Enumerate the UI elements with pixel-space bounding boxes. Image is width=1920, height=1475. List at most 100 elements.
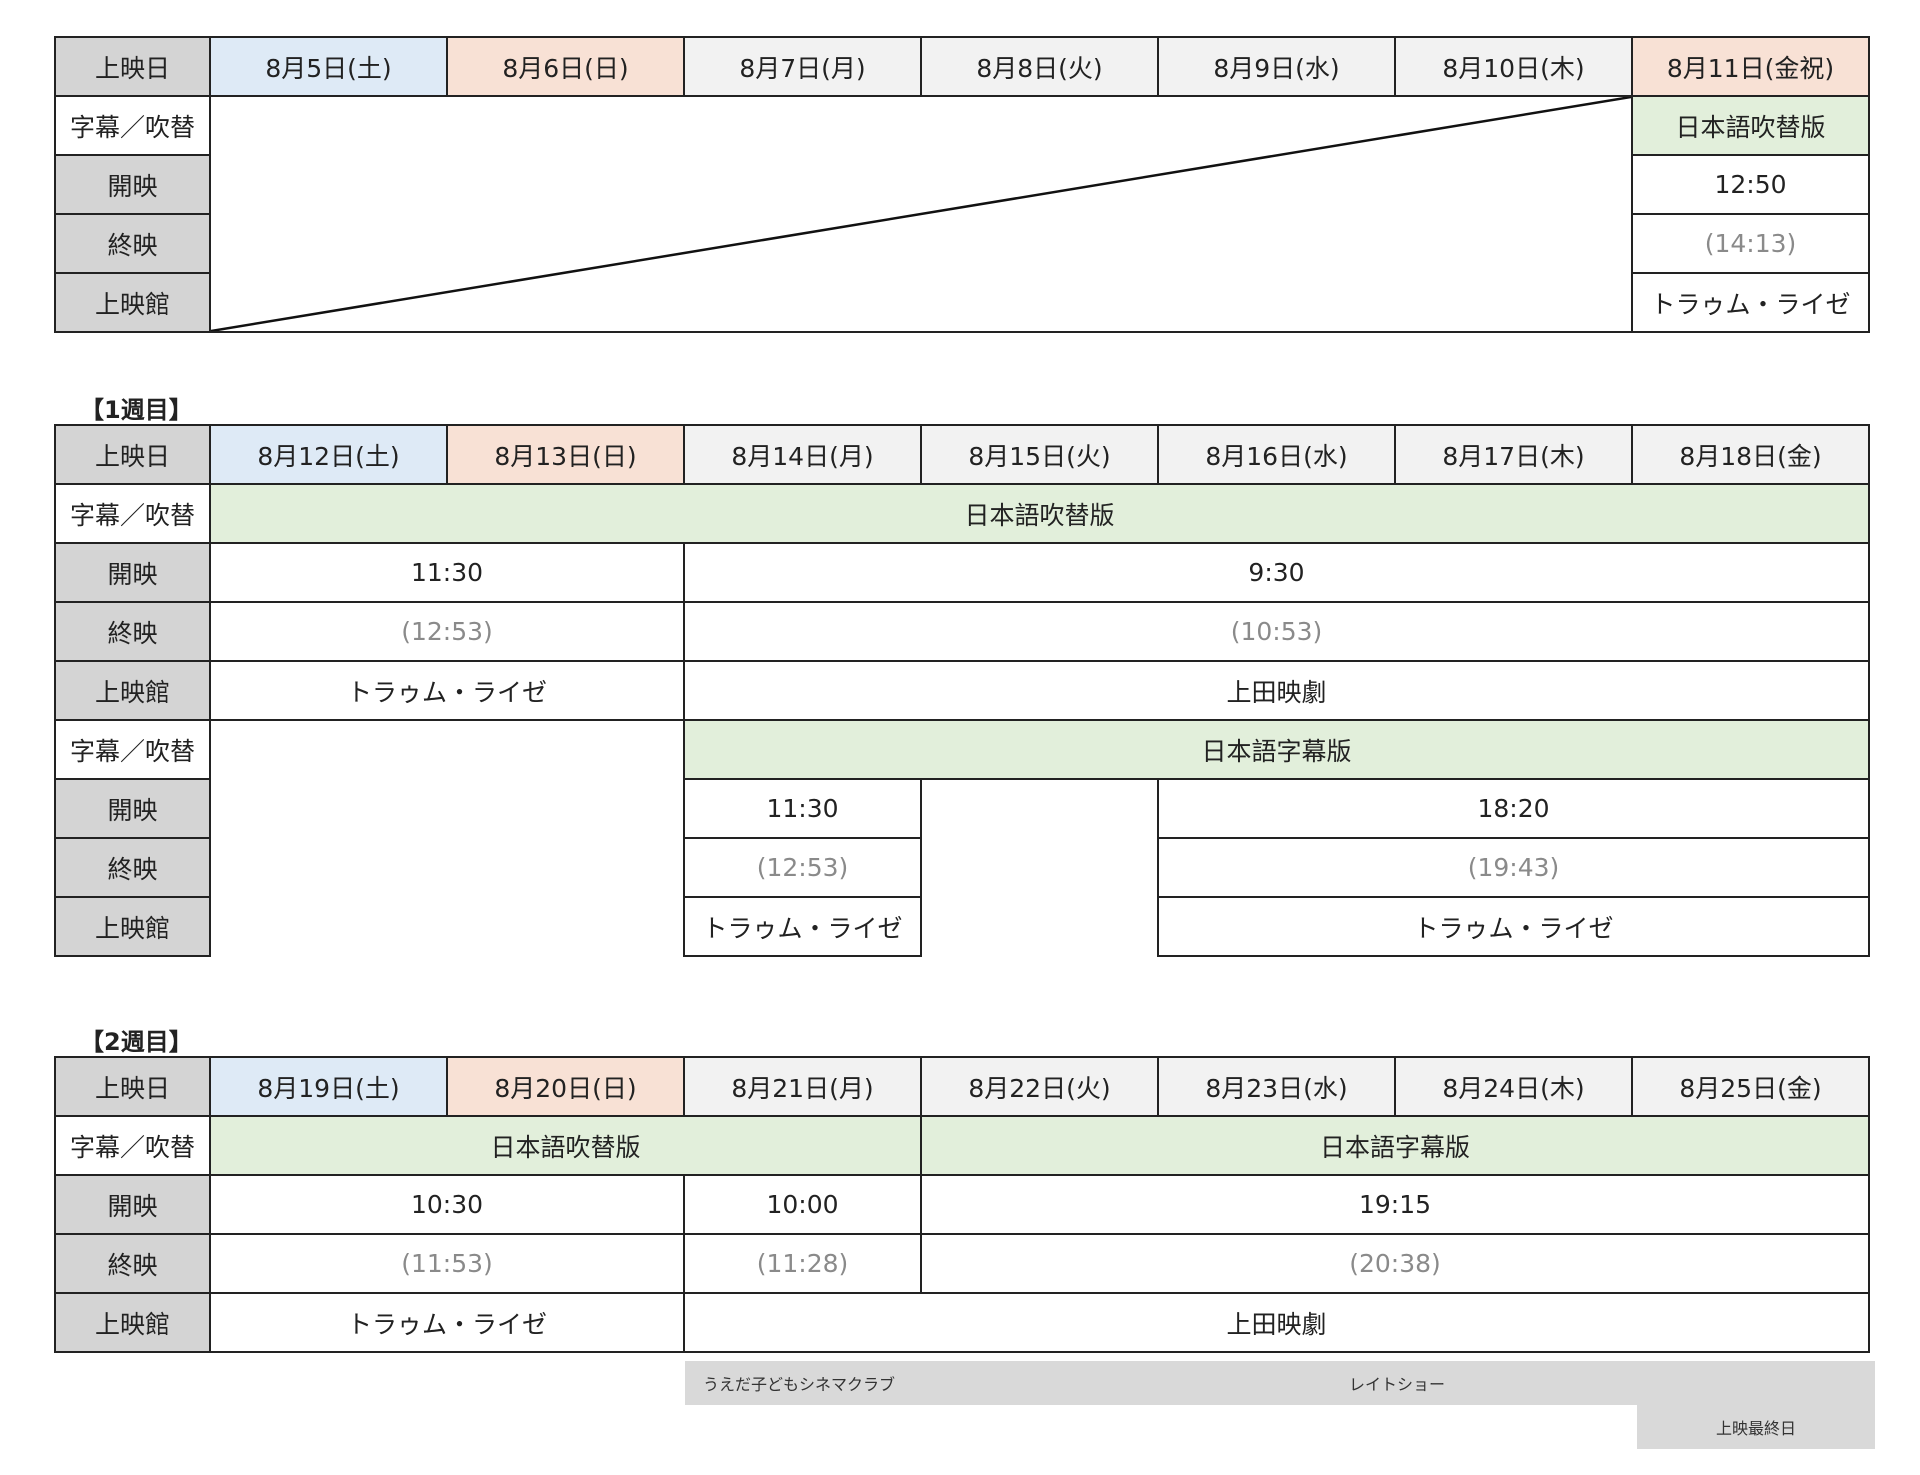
note-last-day: 上映最終日: [1637, 1405, 1875, 1449]
date-cell: 8月18日(金): [1631, 424, 1870, 485]
venue-row: 上映館 トラゥム・ライゼ 上田映劇: [54, 1292, 1870, 1353]
schedule-table-week1: 上映日 8月12日(土) 8月13日(日) 8月14日(月) 8月15日(火) …: [54, 424, 1870, 957]
date-cell: 8月23日(水): [1157, 1056, 1396, 1117]
end-time-cell: (14:13): [1631, 213, 1870, 274]
venue-cell: トラゥム・ライゼ: [1631, 272, 1870, 333]
date-row: 上映日 8月12日(土) 8月13日(日) 8月14日(月) 8月15日(火) …: [54, 424, 1870, 485]
start-row: 開映 10:30 10:00 19:15: [54, 1174, 1870, 1235]
start-row: 開映 12:50: [54, 154, 1870, 215]
dub-start-row: 開映 11:30 9:30: [54, 542, 1870, 603]
date-cell: 8月22日(火): [920, 1056, 1159, 1117]
empty-area: [210, 720, 684, 956]
sub-end-row: 終映 (12:53) (19:43): [54, 837, 1870, 898]
end-row: 終映 (11:53) (11:28) (20:38): [54, 1233, 1870, 1294]
venue-cell: トラゥム・ライゼ: [1157, 896, 1870, 957]
row-label-venue: 上映館: [54, 272, 211, 333]
row-label-end: 終映: [54, 601, 211, 662]
row-label-type: 字幕／吹替: [54, 483, 211, 544]
date-row: 上映日 8月19日(土) 8月20日(日) 8月21日(月) 8月22日(火) …: [54, 1056, 1870, 1117]
row-label-start: 開映: [54, 778, 211, 839]
start-time-cell: 11:30: [683, 778, 922, 839]
start-time-cell: 10:00: [683, 1174, 922, 1235]
show-type-cell: 日本語字幕版: [920, 1115, 1870, 1176]
empty-area: [921, 779, 1158, 956]
row-label-venue: 上映館: [54, 1292, 211, 1353]
date-cell: 8月7日(月): [683, 36, 922, 97]
week1-title: 【1週目】: [80, 396, 193, 424]
end-time-cell: (19:43): [1157, 837, 1870, 898]
start-time-cell: 10:30: [209, 1174, 685, 1235]
row-label-venue: 上映館: [54, 660, 211, 721]
no-screening-diagonal: [209, 95, 1633, 333]
note-late-show: レイトショー: [1349, 1375, 1446, 1394]
show-type-cell: 日本語吹替版: [1631, 95, 1870, 156]
date-cell: 8月12日(土): [209, 424, 448, 485]
venue-row: 上映館 トラゥム・ライゼ: [54, 272, 1870, 333]
date-cell: 8月20日(日): [446, 1056, 685, 1117]
end-time-cell: (11:28): [683, 1233, 922, 1294]
row-label-venue: 上映館: [54, 896, 211, 957]
show-type-cell: 日本語字幕版: [683, 719, 1870, 780]
date-cell: 8月15日(火): [920, 424, 1159, 485]
date-cell: 8月21日(月): [683, 1056, 922, 1117]
date-cell: 8月9日(水): [1157, 36, 1396, 97]
row-label-end: 終映: [54, 213, 211, 274]
venue-cell: トラゥム・ライゼ: [683, 896, 922, 957]
row-label-date: 上映日: [54, 36, 211, 97]
venue-cell: 上田映劇: [683, 1292, 1870, 1353]
end-time-cell: (20:38): [920, 1233, 1870, 1294]
sub-venue-row: 上映館 トラゥム・ライゼ トラゥム・ライゼ: [54, 896, 1870, 957]
date-cell: 8月10日(木): [1394, 36, 1633, 97]
end-row: 終映 (14:13): [54, 213, 1870, 274]
venue-cell: トラゥム・ライゼ: [209, 1292, 685, 1353]
show-type-cell: 日本語吹替版: [209, 483, 1870, 544]
show-type-cell: 日本語吹替版: [209, 1115, 922, 1176]
row-label-type: 字幕／吹替: [54, 1115, 211, 1176]
start-time-cell: 12:50: [1631, 154, 1870, 215]
venue-cell: 上田映劇: [683, 660, 1870, 721]
start-time-cell: 18:20: [1157, 778, 1870, 839]
note-bar-upper: うえだ子どもシネマクラブ レイトショー: [685, 1361, 1875, 1405]
row-label-start: 開映: [54, 1174, 211, 1235]
schedule-table-week2: 上映日 8月19日(土) 8月20日(日) 8月21日(月) 8月22日(火) …: [54, 1056, 1870, 1353]
row-label-type: 字幕／吹替: [54, 95, 211, 156]
date-cell: 8月6日(日): [446, 36, 685, 97]
dub-end-row: 終映 (12:53) (10:53): [54, 601, 1870, 662]
dub-type-row: 字幕／吹替 日本語吹替版: [54, 483, 1870, 544]
diagonal-line: [211, 97, 1631, 331]
sub-start-row: 開映 11:30 18:20: [54, 778, 1870, 839]
end-time-cell: (10:53): [683, 601, 1870, 662]
date-cell: 8月13日(日): [446, 424, 685, 485]
note-kids-cinema-club: うえだ子どもシネマクラブ: [703, 1375, 896, 1394]
row-label-start: 開映: [54, 154, 211, 215]
date-cell: 8月8日(火): [920, 36, 1159, 97]
date-row: 上映日 8月5日(土) 8月6日(日) 8月7日(月) 8月8日(火) 8月9日…: [54, 36, 1870, 97]
end-time-cell: (12:53): [683, 837, 922, 898]
end-time-cell: (12:53): [209, 601, 685, 662]
sub-type-row: 字幕／吹替 日本語字幕版: [54, 719, 1870, 780]
row-label-type: 字幕／吹替: [54, 719, 211, 780]
end-time-cell: (11:53): [209, 1233, 685, 1294]
week2-title: 【2週目】: [80, 1028, 193, 1056]
date-cell: 8月24日(木): [1394, 1056, 1633, 1117]
row-label-end: 終映: [54, 1233, 211, 1294]
row-label-date: 上映日: [54, 424, 211, 485]
date-cell: 8月16日(水): [1157, 424, 1396, 485]
venue-cell: トラゥム・ライゼ: [209, 660, 685, 721]
row-label-start: 開映: [54, 542, 211, 603]
type-row: 字幕／吹替 日本語吹替版: [54, 95, 1870, 333]
date-cell: 8月11日(金祝): [1631, 36, 1870, 97]
start-time-cell: 9:30: [683, 542, 1870, 603]
start-time-cell: 11:30: [209, 542, 685, 603]
date-cell: 8月5日(土): [209, 36, 448, 97]
date-cell: 8月17日(木): [1394, 424, 1633, 485]
date-cell: 8月25日(金): [1631, 1056, 1870, 1117]
schedule-table-opening: 上映日 8月5日(土) 8月6日(日) 8月7日(月) 8月8日(火) 8月9日…: [54, 36, 1870, 333]
note-last-day-label: 上映最終日: [1715, 1419, 1796, 1438]
date-cell: 8月19日(土): [209, 1056, 448, 1117]
dub-venue-row: 上映館 トラゥム・ライゼ 上田映劇: [54, 660, 1870, 721]
type-row: 字幕／吹替 日本語吹替版 日本語字幕版: [54, 1115, 1870, 1176]
date-cell: 8月14日(月): [683, 424, 922, 485]
row-label-date: 上映日: [54, 1056, 211, 1117]
row-label-end: 終映: [54, 837, 211, 898]
